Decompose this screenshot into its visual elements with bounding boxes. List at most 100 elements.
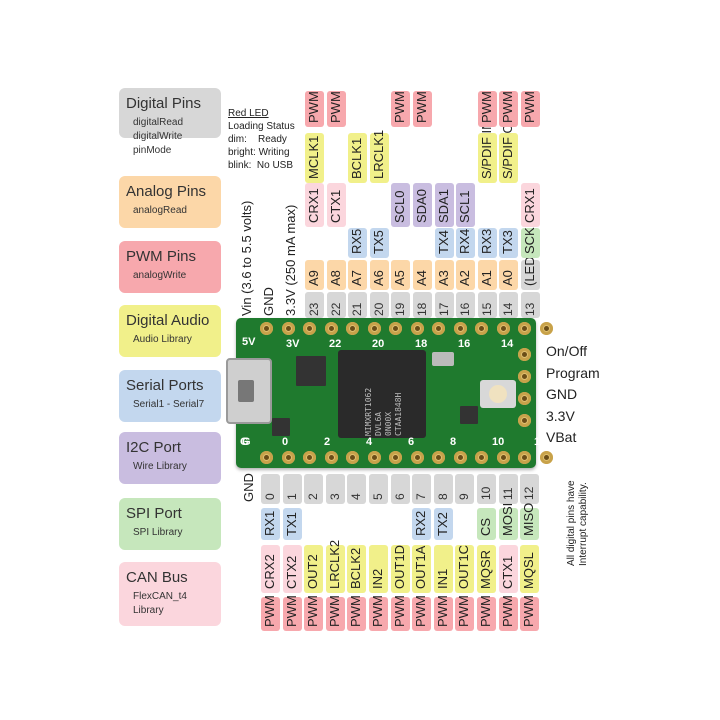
pad-top-8 bbox=[432, 322, 445, 335]
pad-top-5 bbox=[367, 322, 381, 335]
bottom-pin-2: 2 bbox=[306, 493, 321, 500]
pad-bottom-8 bbox=[432, 451, 445, 464]
bottom_pwm-3-cell bbox=[325, 597, 345, 631]
bottom_pwm-11: PWM bbox=[499, 595, 515, 627]
top_pwm-8: PWM bbox=[478, 91, 494, 123]
processor-chip: MIMXRT1062 DVL6A 0N00X CTAA1848H bbox=[338, 350, 426, 438]
bottom_audio-8-cell bbox=[433, 545, 453, 593]
top_serial-2-cell bbox=[348, 228, 368, 258]
silk-bottom-1: 0 bbox=[282, 436, 289, 448]
pad-bottom-7 bbox=[410, 451, 424, 464]
top_i2c_can-5: SDA0 bbox=[414, 189, 429, 223]
top_analog-1-cell bbox=[326, 260, 346, 290]
top_pwm-8-cell bbox=[477, 91, 497, 127]
pad-bottom-11 bbox=[496, 451, 510, 464]
silk-top-5: 14 bbox=[501, 338, 514, 350]
pad-side-2 bbox=[518, 392, 531, 405]
bottom_audio-2: OUT2 bbox=[305, 554, 321, 589]
pad-bottom-2 bbox=[303, 451, 316, 464]
bottom-pin-0: 0 bbox=[263, 493, 277, 500]
top_serial-6-cell bbox=[434, 228, 454, 258]
crystal bbox=[432, 352, 454, 366]
top_pwm-4-cell bbox=[391, 91, 411, 127]
bottom_pwm-9: PWM bbox=[456, 595, 472, 627]
legend-can-title: CAN Bus bbox=[126, 569, 188, 586]
legend-analog-subtitle: analogRead bbox=[133, 205, 187, 216]
silk-top-1: 22 bbox=[329, 338, 342, 350]
smd-chip-3 bbox=[272, 418, 290, 436]
bottom_pwm-4-cell bbox=[347, 597, 367, 631]
top_pwm-1-cell bbox=[326, 91, 346, 127]
top-pin-23: 23 bbox=[307, 302, 321, 316]
top_serial-8-cell bbox=[477, 228, 497, 258]
top_analog-2: A7 bbox=[349, 270, 365, 286]
bottom-pin-10: 10 bbox=[479, 486, 493, 500]
led-info-lines: Loading Status dim: Ready bright: Writin… bbox=[228, 121, 295, 171]
top-pin-16: 16 bbox=[458, 302, 473, 316]
bottom_spi-12-cell bbox=[520, 508, 540, 540]
pad-top-13 bbox=[539, 322, 553, 335]
bottom-power-gnd: GND bbox=[241, 473, 256, 502]
pad-top-2 bbox=[303, 322, 316, 335]
top_audio-0-cell bbox=[305, 133, 324, 183]
top_pwm-4: PWM bbox=[392, 91, 408, 123]
top_analog-8: A1 bbox=[478, 270, 494, 286]
bottom_spi-11: MOSI bbox=[499, 502, 515, 536]
silk-left-0: 5V bbox=[242, 336, 256, 348]
pad-bottom-10 bbox=[475, 451, 488, 464]
silk-bottom-3: 4 bbox=[366, 436, 373, 448]
side-label-0: On/Off bbox=[546, 343, 587, 359]
pad-bottom-12 bbox=[518, 451, 531, 464]
top_analog-9: A0 bbox=[500, 270, 516, 286]
top_pwm-10: PWM bbox=[522, 91, 537, 123]
pad-top-10 bbox=[475, 322, 488, 335]
bottom_pwm-10-cell bbox=[477, 597, 496, 631]
bottom-pin-2-cell bbox=[304, 474, 324, 504]
top-pin-14: 14 bbox=[501, 302, 516, 316]
pad-bottom-0 bbox=[260, 451, 273, 464]
top_i2c_can-7-cell bbox=[456, 183, 476, 227]
top_analog-9-cell bbox=[499, 260, 519, 290]
smd-chip-2 bbox=[460, 406, 478, 424]
top_serial-8: RX3 bbox=[478, 228, 494, 254]
top_analog-8-cell bbox=[477, 260, 497, 290]
legend-serial-title: Serial Ports bbox=[126, 377, 204, 394]
bottom_audio-9: OUT1C bbox=[456, 544, 472, 589]
silk-bottom-4: 6 bbox=[408, 436, 415, 448]
legend-digital-title: Digital Pins bbox=[126, 95, 202, 112]
bottom_serial-0: RX1 bbox=[262, 510, 277, 536]
bottom_pwm-5: PWM bbox=[370, 595, 385, 627]
bottom-pin-5: 5 bbox=[371, 493, 385, 500]
bottom-pin-12: 12 bbox=[522, 486, 537, 500]
silk-top-3: 18 bbox=[415, 338, 428, 350]
pad-bottom-1 bbox=[281, 451, 295, 464]
legend-pwm-subtitle: analogWrite bbox=[133, 270, 187, 281]
bottom_serial-8-cell bbox=[433, 508, 453, 540]
legend-spi-subtitle: SPI Library bbox=[133, 527, 183, 538]
top_analog-3-cell bbox=[369, 260, 389, 290]
top_analog-7: A2 bbox=[457, 270, 473, 286]
top_pwm-10-cell bbox=[521, 91, 540, 127]
silk-top-0: 3V bbox=[286, 338, 300, 350]
bottom-pin-6-cell bbox=[390, 474, 410, 504]
side-label-1: Program bbox=[546, 364, 600, 381]
bottom_pwm-4: PWM bbox=[348, 595, 364, 627]
bottom_audio-3-cell bbox=[325, 545, 345, 593]
bottom_pwm-3: PWM bbox=[326, 595, 342, 627]
top_audio-0: MCLK1 bbox=[306, 135, 321, 179]
bottom_pwm-12: PWM bbox=[521, 595, 537, 627]
bottom_pwm-1: PWM bbox=[283, 595, 299, 627]
silk-left-1: G bbox=[242, 436, 251, 448]
bottom-pin-9: 9 bbox=[457, 493, 472, 500]
bottom-pin-3: 3 bbox=[327, 493, 342, 500]
led-status-info: Red LED Loading Status dim: Ready bright… bbox=[228, 107, 295, 172]
interrupt-note: All digital pins have Interrupt capabili… bbox=[566, 480, 589, 566]
bottom_audio-10: MQSR bbox=[478, 550, 493, 589]
bottom-pin-7-cell bbox=[412, 474, 432, 504]
top-pin-22: 22 bbox=[328, 302, 343, 316]
bottom-pin-11-cell bbox=[498, 474, 518, 504]
side-label-3: 3.3V bbox=[546, 407, 575, 424]
